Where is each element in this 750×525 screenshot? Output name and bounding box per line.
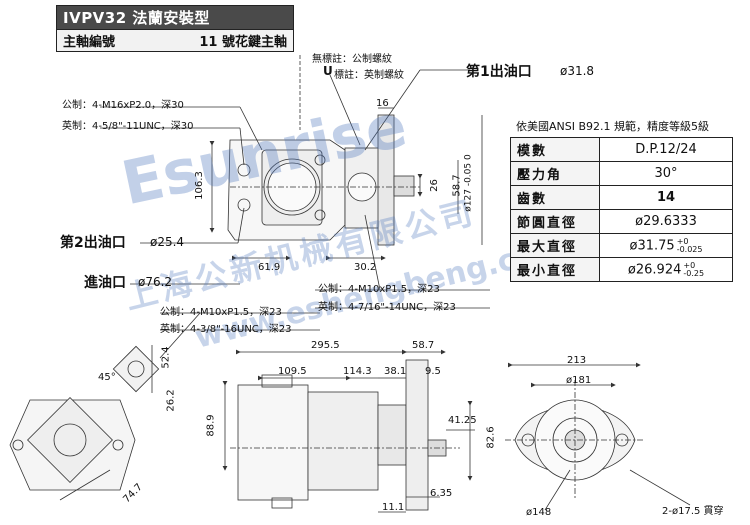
dim-82-6: 82.6 <box>485 426 497 449</box>
shaft-row: 主軸編號 11 號花鍵主軸 <box>57 29 293 51</box>
dim-holes: 2-ø17.5 貫穿 <box>662 506 724 517</box>
thread1-imperial: 英制：4-5/8"-11UNC，深30 <box>62 121 194 132</box>
spec-row: 最小直徑 ø26.924+0-0.25 <box>510 257 733 282</box>
outlet2-size: ø25.4 <box>150 235 185 249</box>
spec-value: ø26.924 <box>627 262 682 277</box>
thread2-metric: 公制：4-M10xP1.5，深23 <box>318 284 440 295</box>
dim-38-1: 38.1 <box>384 366 407 377</box>
dim-213: 213 <box>567 355 587 366</box>
side-view <box>230 359 460 511</box>
outlet2-label: 第2出油口 <box>60 235 126 251</box>
port-flange-view <box>112 345 160 393</box>
dim-9-5: 9.5 <box>425 366 441 377</box>
model-title: IVPV32 法蘭安裝型 <box>57 6 293 29</box>
dim-26: 26 <box>428 179 440 192</box>
metric-legend: 無標註：公制螺紋 <box>312 54 392 65</box>
dim-88-9: 88.9 <box>205 414 217 437</box>
imperial-legend: 標註：英制螺紋 <box>334 70 404 81</box>
tolerance: +0-0.25 <box>683 260 705 278</box>
title-box: IVPV32 法蘭安裝型 主軸編號 11 號花鍵主軸 <box>56 5 294 52</box>
dim-58-7-side: 58.7 <box>412 340 435 351</box>
inlet-size: ø76.2 <box>138 275 173 289</box>
dim-61-9: 61.9 <box>258 262 281 273</box>
dim-127: ø127 -0.05 0 <box>463 154 474 212</box>
shaft-label: 主軸編號 <box>63 35 116 50</box>
rear-view <box>9 397 136 491</box>
inlet-label: 進油口 <box>84 275 126 291</box>
dim-6-35: 6.35 <box>430 488 453 499</box>
shaft-value: 11 號花鍵主軸 <box>199 35 287 50</box>
dim-181: ø181 <box>566 375 592 386</box>
dim-58-7-front: 58.7 <box>451 174 463 197</box>
dim-106-3: 106.3 <box>193 171 205 200</box>
dim-114-3: 114.3 <box>343 366 372 377</box>
thread2-imperial: 英制：4-7/16"-14UNC，深23 <box>318 302 456 313</box>
spec-value: ø31.75 <box>629 238 675 253</box>
dim-41-25: 41.25 <box>448 415 477 426</box>
dim-45-deg: 45° <box>98 372 116 383</box>
spec-title: 依美國ANSI B92.1 規範，精度等級5級 <box>516 120 710 133</box>
dim-109-5: 109.5 <box>278 366 307 377</box>
outlet1-size: ø31.8 <box>560 64 595 78</box>
thread3-metric: 公制：4-M10xP1.5，深23 <box>160 307 282 318</box>
dim-30-2: 30.2 <box>354 262 377 273</box>
dim-11-1: 11.1 <box>382 502 405 513</box>
outlet1-label: 第1出油口 <box>466 64 532 80</box>
dim-26-2: 26.2 <box>165 389 177 412</box>
spec-row: 最大直徑 ø31.75+0-0.025 <box>510 233 733 258</box>
dim-16: 16 <box>376 98 389 109</box>
dim-295-5: 295.5 <box>311 340 340 351</box>
tolerance: +0-0.025 <box>676 236 703 254</box>
dim-52-4: 52.4 <box>160 346 172 369</box>
dim-148: ø148 <box>526 507 552 518</box>
thread3-imperial: 英制：4-3/8"-16UNC，深23 <box>160 324 292 335</box>
thread1-metric: 公制：4-M16xP2.0，深30 <box>62 100 184 111</box>
u-mark: U <box>323 64 333 78</box>
flange-end-view <box>505 380 645 500</box>
front-view <box>227 55 420 246</box>
